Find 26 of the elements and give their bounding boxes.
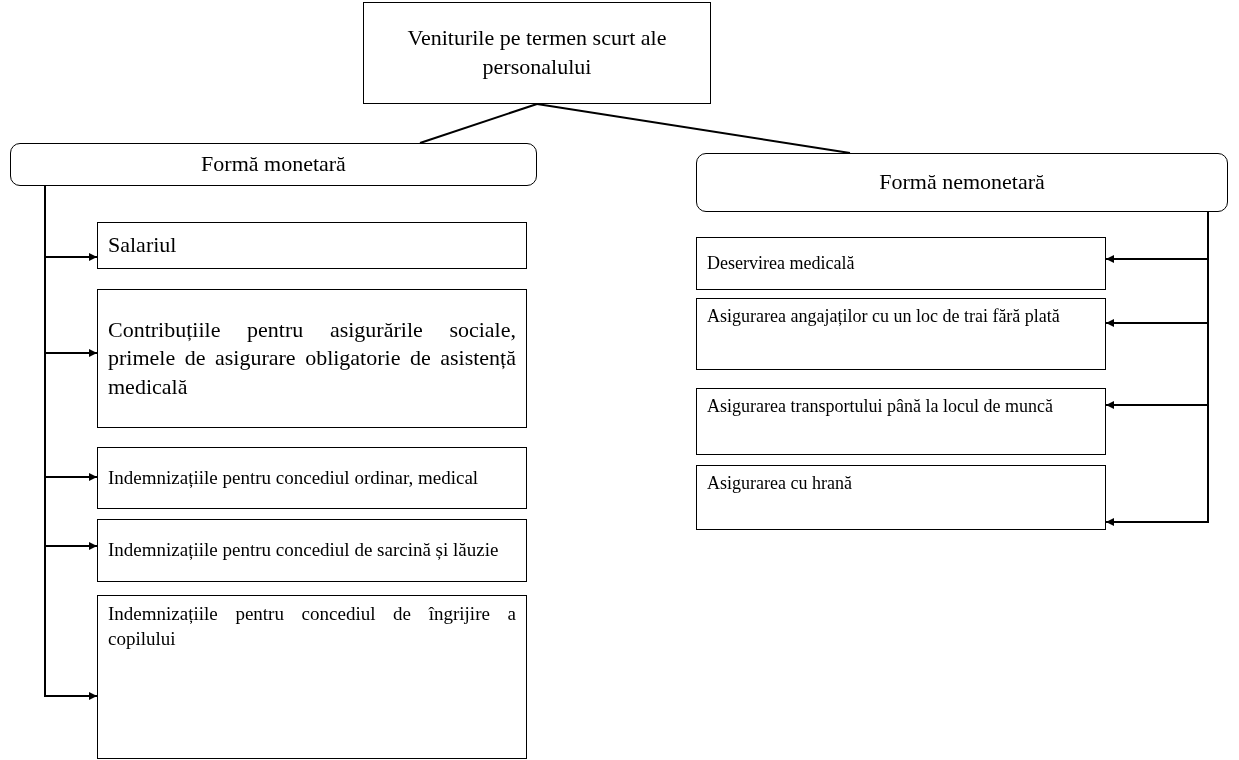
item-box xyxy=(97,447,527,509)
item-box xyxy=(97,595,527,759)
box-text: Formă monetară xyxy=(200,150,347,179)
connector xyxy=(419,103,538,144)
box-text: Indemnizațiile pentru concediul de îngrijire a copilului xyxy=(108,602,516,651)
box-text: Asigurarea cu hrană xyxy=(707,472,853,495)
box-text: Formă nemonetară xyxy=(878,168,1046,197)
item-box xyxy=(97,519,527,582)
box-text: Veniturile pe termen scurt ale personalului xyxy=(406,24,668,81)
item-box xyxy=(696,465,1106,530)
box-text: Contribuțiile pentru asigurările sociale, primele de asigurare obligatorie de asistență medicală xyxy=(108,315,516,401)
box-text: Asigurarea transportului până la locul de muncă xyxy=(707,395,1054,418)
category-box xyxy=(696,153,1228,212)
box-text: Indemnizațiile pentru concediul ordinar, medical xyxy=(108,465,480,490)
item-box xyxy=(696,237,1106,290)
category-box xyxy=(363,2,711,104)
item-box xyxy=(696,298,1106,370)
box-text: Asigurarea angajaților cu un loc de trai fără plată xyxy=(707,305,1061,328)
item-box xyxy=(97,222,527,269)
connector xyxy=(536,103,851,154)
box-text: Salariul xyxy=(108,231,178,260)
item-box xyxy=(97,289,527,428)
box-text: Indemnizațiile pentru concediul de sarcină și lăuzie xyxy=(108,538,500,563)
item-box xyxy=(696,388,1106,455)
category-box xyxy=(10,143,537,186)
box-text: Deservirea medicală xyxy=(707,251,856,275)
